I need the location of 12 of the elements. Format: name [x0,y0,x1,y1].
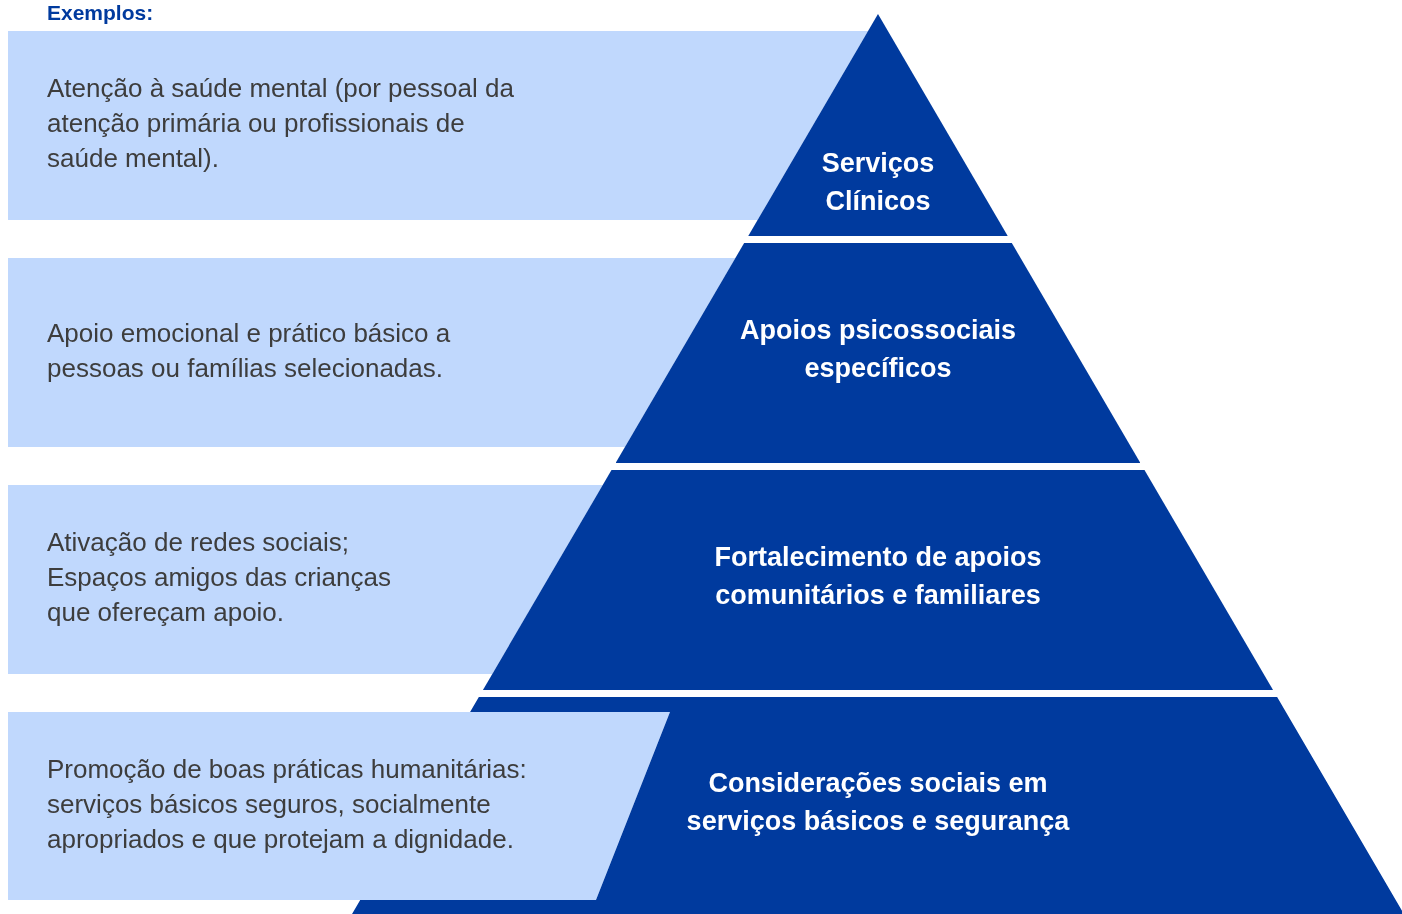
tier-label: Fortalecimento de apoios comunitários e familiares [713,541,1043,612]
example-panel [8,258,736,447]
example-panel [8,712,670,900]
tier-label: Apoios psicossociais específicos [738,314,1018,385]
tier-label: Considerações sociais em serviços básicos e segurança [685,767,1071,838]
tier-label: Serviços Clínicos [820,147,936,218]
example-panel [8,485,603,674]
example-text: Ativação de redes sociais; Espaços amigos das crianças que ofereçam apoio. [47,526,392,629]
example-text: Apoio emocional e prático básico a pessoas ou famílias selecionadas. [47,317,452,385]
example-text: Atenção à saúde mental (por pessoal da atenção primária ou profissionais de saúde mental). [47,72,515,175]
example-text: Promoção de boas práticas humanitárias: serviços básicos seguros, socialmente apropriados e que protejam a dignidade. [47,753,528,856]
heading: Exemplos: [47,0,154,26]
